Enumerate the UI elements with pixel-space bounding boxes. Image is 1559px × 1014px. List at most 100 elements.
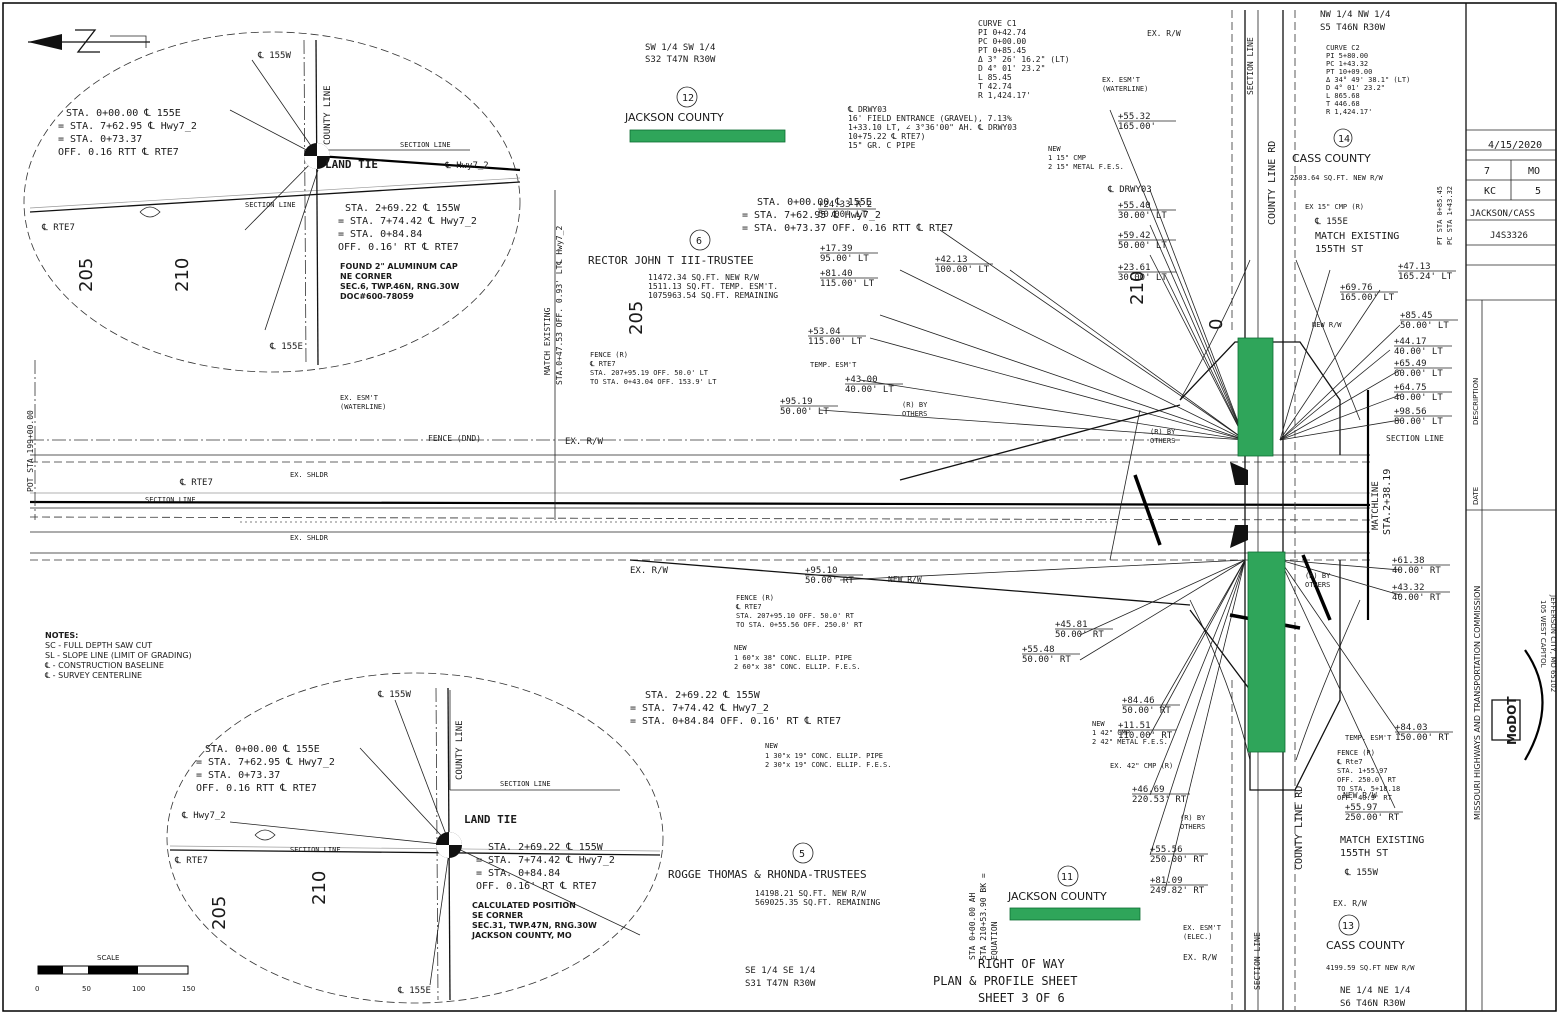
svg-text:SW 1/4 SW 1/4: SW 1/4 SW 1/4 [645, 43, 715, 53]
parcel-12: 12 JACKSON COUNTY [624, 86, 724, 124]
svg-text:Δ 34° 49' 38.1" (LT): Δ 34° 49' 38.1" (LT) [1326, 76, 1410, 84]
svg-text:MATCH EXISTING: MATCH EXISTING [543, 307, 552, 375]
svg-text:EX 15" CMP (R): EX 15" CMP (R) [1305, 203, 1364, 211]
svg-text:CURVE C2: CURVE C2 [1326, 44, 1360, 52]
inset-bottom-tie-b: STA. 2+69.22 ℄ 155W = STA. 7+74.42 ℄ Hwy… [476, 842, 615, 892]
svg-text:1+33.10 LT, ∠ 3°36'00" AH. ℄ D: 1+33.10 LT, ∠ 3°36'00" AH. ℄ DRWY03 [848, 123, 1017, 132]
curve-c2-table: CURVE C2 PI 5+80.00 PC 1+43.32 PT 10+09.… [1326, 44, 1410, 116]
svg-text:℄ RTE7: ℄ RTE7 [735, 603, 762, 611]
svg-text:SC - FULL DEPTH SAW CUT: SC - FULL DEPTH SAW CUT [45, 641, 152, 650]
svg-text:TEMP. ESM'T: TEMP. ESM'T [1345, 734, 1392, 742]
parcel-14: 14 CASS COUNTY 2503.64 SQ.FT. NEW R/W [1290, 128, 1384, 182]
svg-text:T 446.68: T 446.68 [1326, 100, 1360, 108]
quarter-section-top-right: NW 1/4 NW 1/4 S5 T46N R30W [1320, 10, 1390, 33]
svg-text:℄ 155W: ℄ 155W [1344, 868, 1378, 878]
offset-station: +53.04 [808, 327, 841, 337]
svg-text:1075963.54 SQ.FT. REMAINING: 1075963.54 SQ.FT. REMAINING [648, 291, 778, 300]
svg-text:OTHERS: OTHERS [902, 410, 927, 418]
svg-text:10+75.22 ℄ RTE7): 10+75.22 ℄ RTE7) [848, 132, 925, 141]
offset-distance: 80.00' LT [1394, 417, 1443, 427]
svg-text:℄ Rte7: ℄ Rte7 [1336, 758, 1363, 766]
svg-text:6: 6 [696, 236, 702, 247]
svg-text:= STA. 7+74.42 ℄ Hwy7_2: = STA. 7+74.42 ℄ Hwy7_2 [338, 216, 477, 227]
offset-distance: 50.00' LT [818, 210, 867, 220]
svg-text:210: 210 [1127, 271, 1148, 305]
offset-station: +69.76 [1340, 283, 1373, 293]
offset-station: +17.39 [820, 244, 853, 254]
svg-text:PT 10+09.00: PT 10+09.00 [1326, 68, 1372, 76]
svg-text:EX. ESM'T: EX. ESM'T [340, 394, 379, 402]
svg-text:= STA. 0+73.37: = STA. 0+73.37 [58, 134, 142, 145]
svg-text:14: 14 [1338, 134, 1350, 145]
inset-top-tie-b: STA. 2+69.22 ℄ 155W = STA. 7+74.42 ℄ Hwy… [338, 203, 477, 253]
inset-top-section-line-2: SECTION LINE [245, 201, 296, 209]
svg-text:NE CORNER: NE CORNER [340, 272, 392, 281]
tie-bottom: STA. 2+69.22 ℄ 155W = STA. 7+74.42 ℄ Hwy… [630, 690, 841, 727]
svg-text:SEC.6, TWP.46N, RNG.30W: SEC.6, TWP.46N, RNG.30W [340, 282, 459, 291]
svg-text:(R) BY: (R) BY [1150, 428, 1176, 436]
svg-text:NW 1/4 NW 1/4: NW 1/4 NW 1/4 [1320, 10, 1390, 20]
offset-station: +55.97 [1345, 803, 1378, 813]
svg-text:OTHERS: OTHERS [1150, 437, 1175, 445]
inset-bottom-155e: ℄ 155E [397, 986, 431, 996]
inset-top-section-line: SECTION LINE [400, 141, 451, 149]
offset-station: +64.75 [1394, 383, 1427, 393]
inset-bottom-155w: ℄ 155W [377, 690, 411, 700]
svg-text:EX. R/W: EX. R/W [630, 566, 669, 576]
svg-text:= STA. 7+74.42 ℄ Hwy7_2: = STA. 7+74.42 ℄ Hwy7_2 [476, 855, 615, 866]
inset-bottom-205: 205 [209, 896, 230, 930]
offset-distance: 165.24' LT [1398, 272, 1453, 282]
svg-text:MoDOT: MoDOT [1505, 696, 1519, 745]
svg-text:1 15" CMP: 1 15" CMP [1048, 154, 1086, 162]
svg-text:= STA. 0+84.84 OFF. 0.16' RT ℄: = STA. 0+84.84 OFF. 0.16' RT ℄ RTE7 [630, 716, 841, 727]
svg-text:℄ 155E: ℄ 155E [1314, 217, 1348, 227]
svg-text:NOTES:: NOTES: [45, 631, 78, 640]
svg-text:D 4° 01' 23.2": D 4° 01' 23.2" [1326, 84, 1385, 92]
svg-text:STA 210+53.90 BK =: STA 210+53.90 BK = [979, 873, 988, 960]
svg-text:0: 0 [1206, 319, 1227, 330]
inset-top-found: FOUND 2" ALUMINUM CAP NE CORNER SEC.6, T… [340, 262, 459, 301]
svg-text:TO STA. 0+43.04 OFF. 153.9' LT: TO STA. 0+43.04 OFF. 153.9' LT [590, 378, 717, 386]
svg-text:(ELEC.): (ELEC.) [1183, 933, 1213, 941]
notes: NOTES: SC - FULL DEPTH SAW CUT SL - SLOP… [45, 631, 192, 680]
svg-text:= STA. 7+74.42 ℄ Hwy7_2: = STA. 7+74.42 ℄ Hwy7_2 [630, 703, 769, 714]
svg-text:STA. 2+69.22 ℄ 155W: STA. 2+69.22 ℄ 155W [645, 690, 761, 701]
svg-text:FENCE (DND): FENCE (DND) [428, 434, 481, 443]
svg-text:R 1,424.17': R 1,424.17' [1326, 108, 1372, 116]
svg-text:13: 13 [1342, 921, 1354, 932]
svg-text:SHEET 3 OF 6: SHEET 3 OF 6 [978, 991, 1065, 1005]
modot-logo-icon: MoDOT [1491, 649, 1544, 761]
svg-text:FOUND 2" ALUMINUM CAP: FOUND 2" ALUMINUM CAP [340, 262, 458, 271]
offset-distance: 40.00' LT [845, 385, 894, 395]
svg-text:STA. 0+00.00 ℄ 155E: STA. 0+00.00 ℄ 155E [66, 108, 181, 119]
svg-text:NEW: NEW [1092, 720, 1105, 728]
parcel-11-bar [1009, 907, 1141, 921]
offset-station: +43.32 [1392, 583, 1425, 593]
svg-text:11472.34 SQ.FT. NEW R/W: 11472.34 SQ.FT. NEW R/W [648, 273, 759, 282]
svg-text:JACKSON COUNTY: JACKSON COUNTY [624, 111, 724, 124]
inset-top-tie-a: STA. 0+00.00 ℄ 155E = STA. 7+62.95 ℄ Hwy… [58, 108, 197, 158]
svg-text:MATCH EXISTING: MATCH EXISTING [1315, 231, 1399, 242]
offset-distance: 150.00' RT [1395, 733, 1450, 743]
offset-distance: 250.00' RT [1345, 813, 1400, 823]
inset-bottom-section-line-2: SECTION LINE [290, 846, 341, 854]
svg-text:50: 50 [82, 985, 91, 993]
svg-text:℄ RTE7: ℄ RTE7 [179, 478, 213, 488]
title-commission: MISSOURI HIGHWAYS AND TRANSPORTATION COM… [1473, 586, 1482, 820]
svg-text:TO STA. 0+55.56 OFF. 250.0' RT: TO STA. 0+55.56 OFF. 250.0' RT [736, 621, 863, 629]
svg-text:1511.13 SQ.FT. TEMP. ESM'T.: 1511.13 SQ.FT. TEMP. ESM'T. [648, 282, 778, 291]
svg-text:1 60"x 38" CONC. ELLIP. PIPE: 1 60"x 38" CONC. ELLIP. PIPE [734, 654, 852, 662]
svg-text:OFF. 40.9' RT: OFF. 40.9' RT [1337, 794, 1393, 802]
svg-text:150: 150 [182, 985, 195, 993]
svg-text:STA 0+00.00 AH: STA 0+00.00 AH [968, 892, 977, 960]
